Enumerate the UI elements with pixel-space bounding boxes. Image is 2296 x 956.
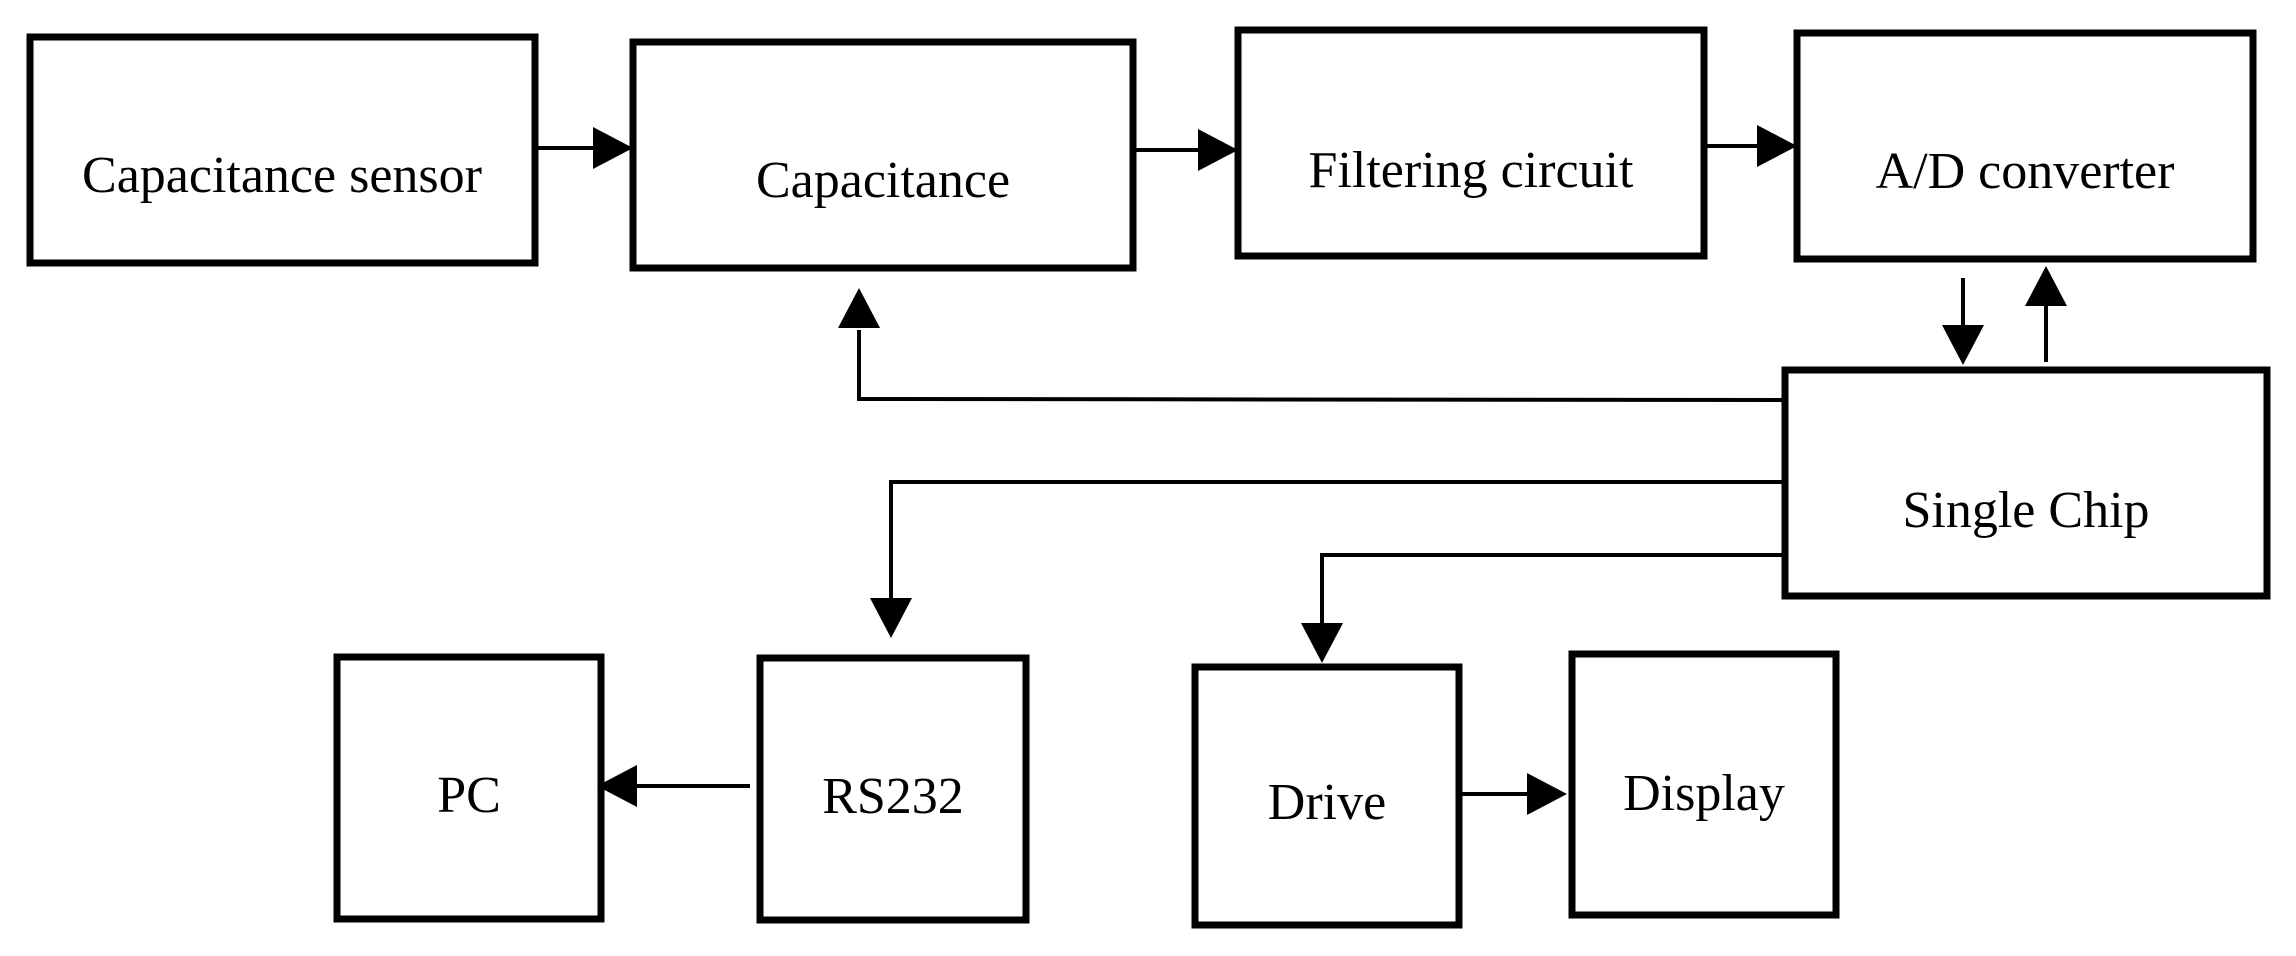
arrow-drive-to-display bbox=[1459, 773, 1567, 815]
node-ad-converter-label: A/D converter bbox=[1876, 143, 2175, 200]
node-capacitance-label: Capacitance bbox=[756, 152, 1010, 209]
node-rs232: RS232 bbox=[756, 654, 1030, 924]
node-drive-label: Drive bbox=[1268, 774, 1386, 831]
arrow-sensor-to-capacitance bbox=[535, 127, 633, 169]
node-display-label: Display bbox=[1623, 765, 1785, 822]
arrow-single-chip-to-drive bbox=[1301, 553, 1785, 663]
arrow-single-chip-to-rs232 bbox=[870, 480, 1785, 638]
arrow-single-chip-to-ad bbox=[2025, 266, 2067, 362]
node-single-chip-label: Single Chip bbox=[1902, 482, 2149, 539]
node-single-chip: Single Chip bbox=[1781, 366, 2271, 600]
node-rs232-label: RS232 bbox=[822, 768, 964, 825]
node-ad-converter: A/D converter bbox=[1793, 29, 2257, 263]
node-display: Display bbox=[1568, 650, 1840, 919]
node-drive: Drive bbox=[1191, 663, 1463, 929]
arrow-rs232-to-pc bbox=[597, 765, 750, 807]
arrow-filtering-to-ad bbox=[1704, 125, 1797, 167]
node-capacitance: Capacitance bbox=[629, 38, 1137, 272]
node-capacitance-sensor: Capacitance sensor bbox=[26, 33, 539, 267]
node-filtering-circuit: Filtering circuit bbox=[1234, 26, 1708, 260]
node-pc-label: PC bbox=[437, 767, 501, 824]
node-pc: PC bbox=[333, 653, 605, 923]
arrow-ad-to-single-chip bbox=[1942, 278, 1984, 365]
arrow-single-chip-to-capacitance bbox=[838, 288, 1786, 402]
node-capacitance-sensor-label: Capacitance sensor bbox=[82, 147, 482, 204]
arrow-capacitance-to-filtering bbox=[1133, 129, 1238, 171]
node-filtering-circuit-label: Filtering circuit bbox=[1309, 142, 1634, 199]
